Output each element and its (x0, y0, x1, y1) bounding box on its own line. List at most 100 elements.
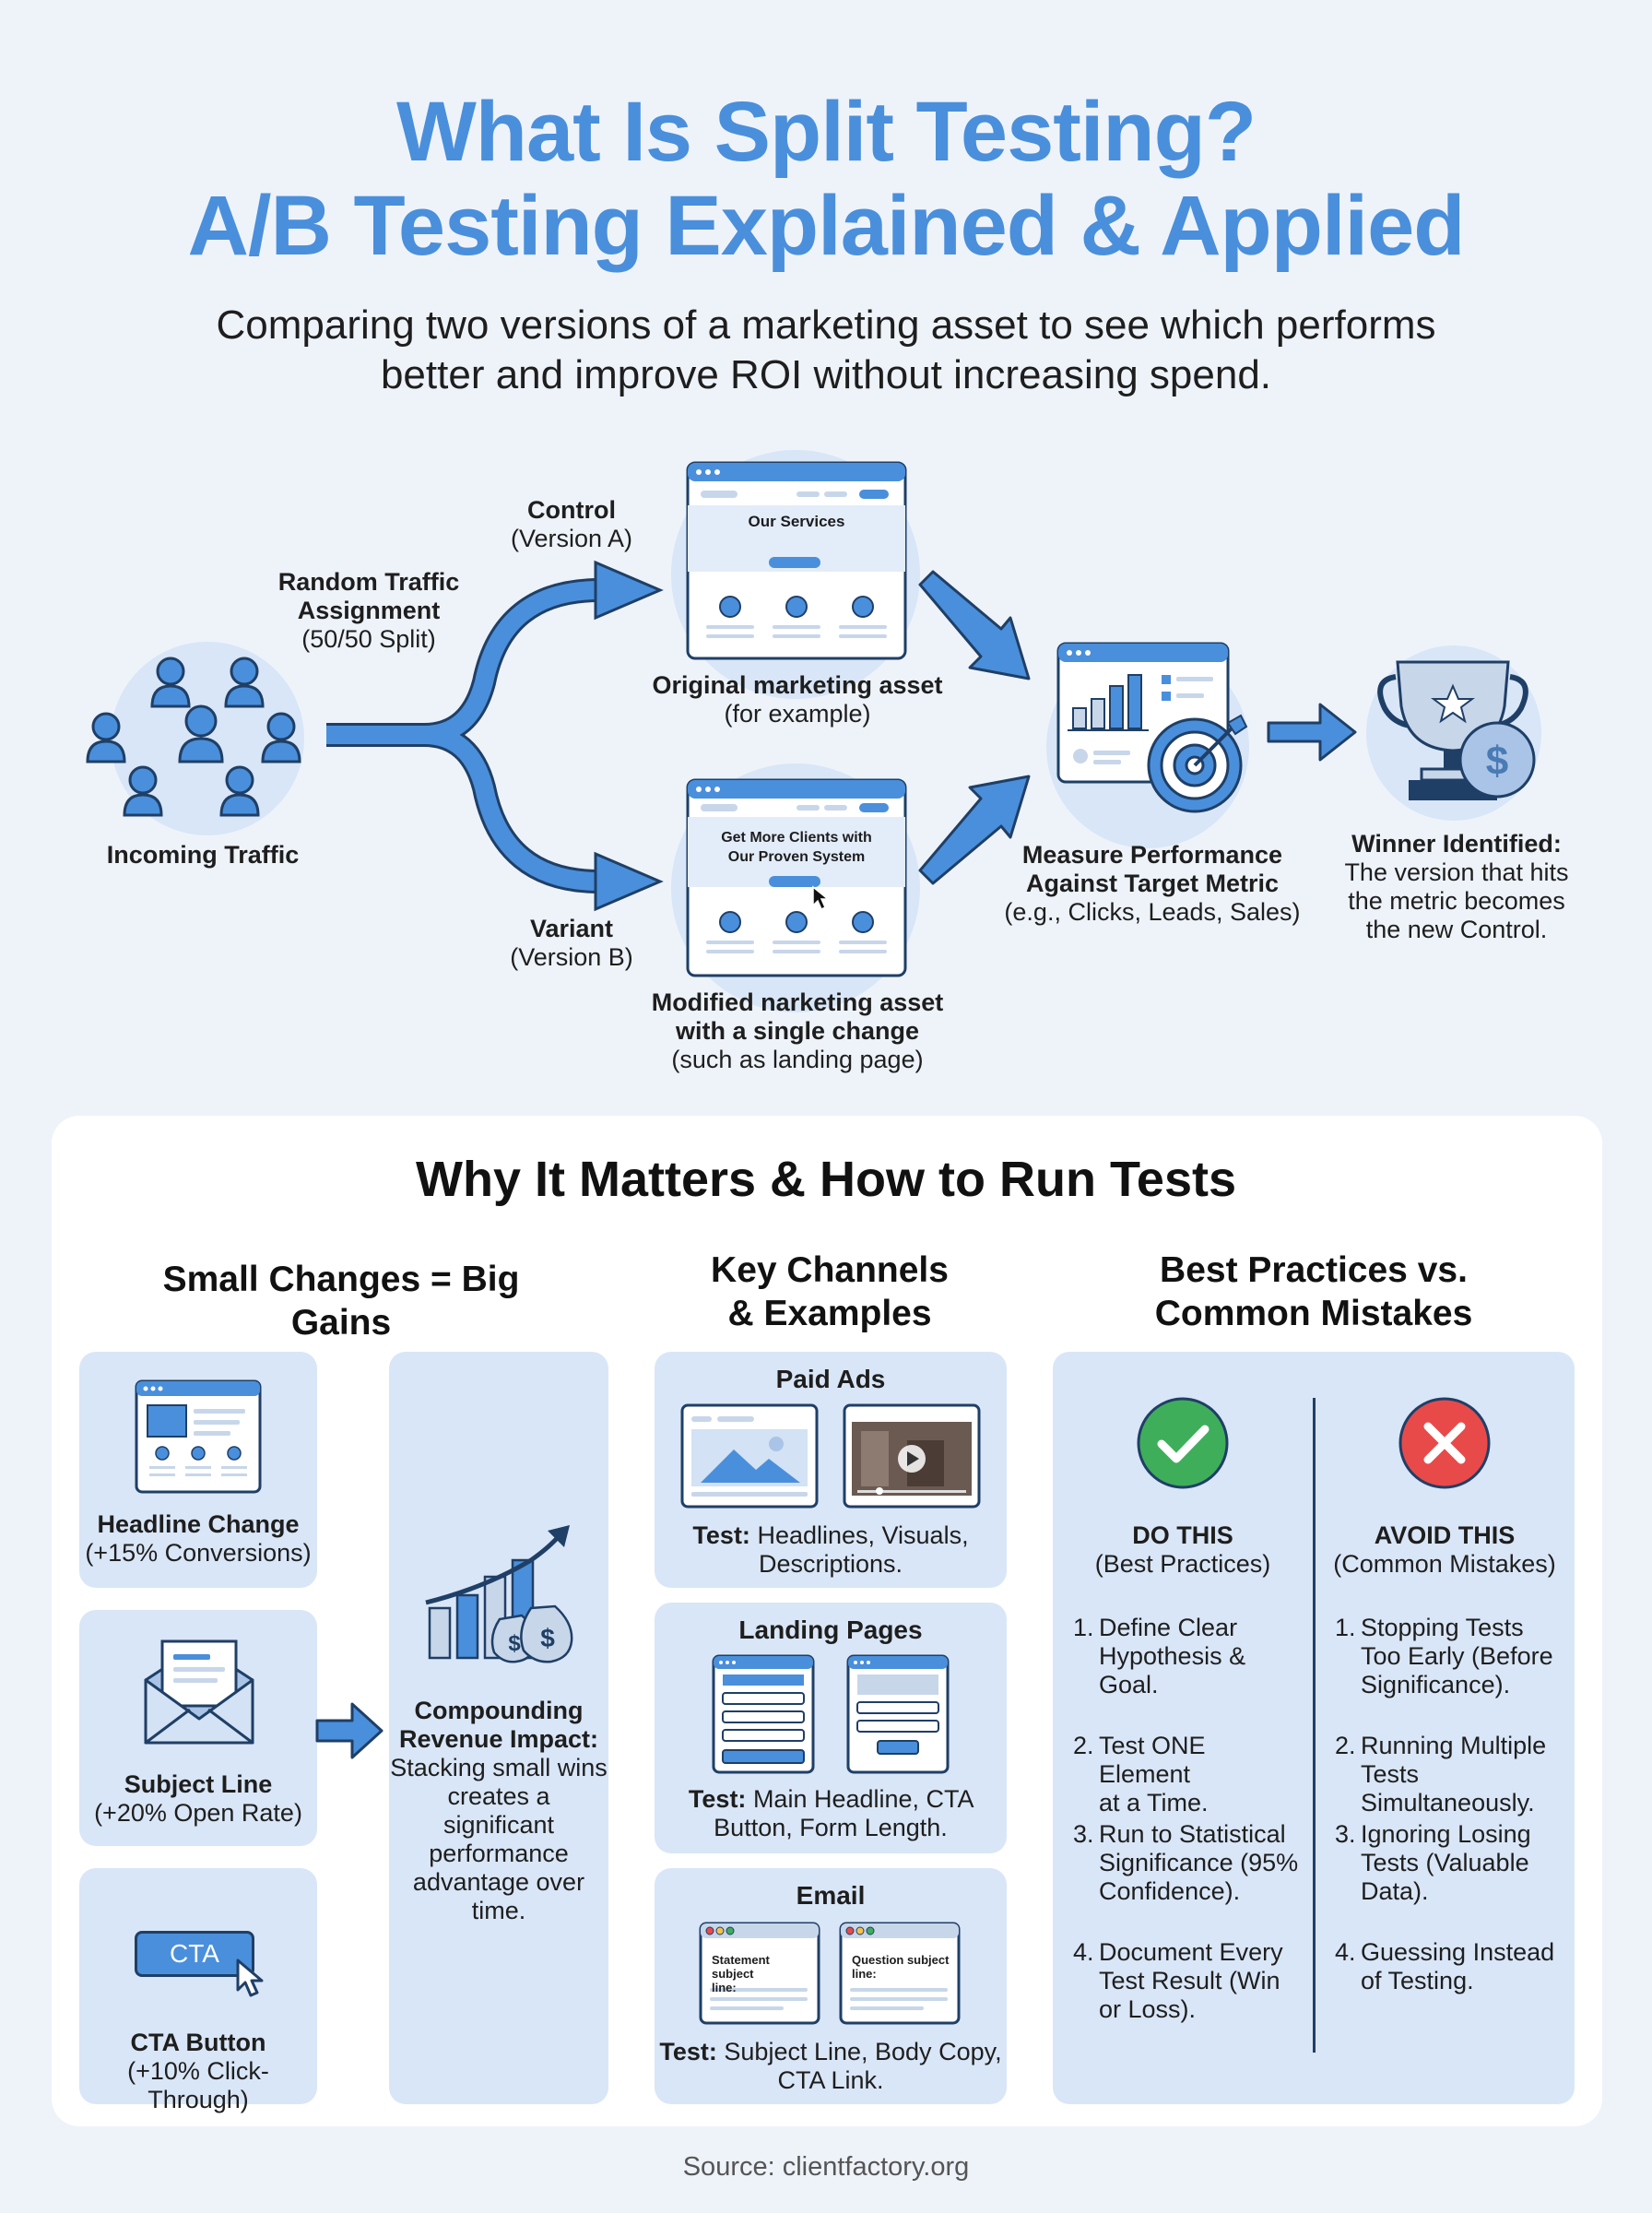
do-item-4-l2: Test Result (Win (1099, 1967, 1280, 1994)
incoming-traffic-text: Incoming Traffic (106, 841, 300, 869)
envelope-icon (144, 1639, 254, 1745)
compounding-body-l2: wins creates a (447, 1754, 608, 1810)
control-sub: (Version A) (510, 525, 633, 552)
channel-card-email: Email Statement subject line: Question s… (655, 1868, 1007, 2104)
gain-subject-title: Subject Line (124, 1770, 273, 1798)
random-assignment-label: Random Traffic Assignment (50/50 Split) (258, 568, 479, 654)
channel-email-title: Email (796, 1881, 866, 1910)
email-question-subject: Question subject line: (852, 1953, 953, 1981)
measure-l2: Against Target Metric (1025, 870, 1280, 897)
channel-paid-ads-title: Paid Ads (775, 1365, 886, 1393)
asset-b-caption-l1: Modified narketing asset (651, 988, 944, 1016)
avoid-item-1-l1: Stopping Tests (1361, 1614, 1524, 1641)
avoid-item-2-l3: Simultaneously. (1361, 1789, 1535, 1817)
do-item-2-num: 2. (1073, 1732, 1094, 1759)
channel-landing-test: Test: Main Headline, CTA Button, Form Le… (655, 1785, 1007, 1842)
control-title: Control (527, 496, 616, 524)
practices-card: DO THIS (Best Practices) AVOID THIS (Com… (1053, 1352, 1575, 2104)
asset-a-caption-l1: Original marketing asset (652, 671, 943, 699)
asset-a-caption: Original marketing asset (for example) (627, 671, 968, 728)
email-statement-l1: Statement subject (712, 1953, 770, 1981)
asset-b-caption: Modified narketing asset with a single c… (608, 988, 986, 1074)
do-sub: (Best Practices) (1094, 1550, 1271, 1578)
col1-title: Small Changes = Big Gains (162, 1260, 520, 1343)
email-test-l1: Subject Line, Body (716, 2038, 932, 2065)
asset-a-browser (686, 461, 907, 660)
avoid-item-2-l2: Tests (1361, 1760, 1420, 1788)
asset-a-heading: Our Services (748, 513, 845, 530)
do-item-4: 4. Document Every Test Result (Win or Lo… (1073, 1938, 1304, 2024)
col2-title-l1: Key Channels (711, 1250, 949, 1290)
check-circle-icon (1137, 1397, 1229, 1489)
do-item-1-l2: Hypothesis & (1099, 1642, 1246, 1670)
asset-a-caption-l2: (for example) (724, 700, 871, 728)
gain-cta-title: CTA Button (130, 2029, 266, 2056)
gain-cta-text: CTA Button (+10% Click-Through) (79, 2029, 317, 2114)
webpage-icon (135, 1379, 262, 1494)
gain-headline-title: Headline Change (97, 1510, 300, 1538)
asset-b-heading-l1: Get More Clients with (721, 830, 872, 846)
avoid-sub: (Common Mistakes) (1333, 1550, 1556, 1578)
incoming-traffic-label: Incoming Traffic (74, 841, 332, 870)
do-item-2: 2. Test ONE Element at a Time. (1073, 1732, 1304, 1817)
trophy-icon: $ (1377, 660, 1536, 800)
avoid-item-4: 4. Guessing Instead of Testing. (1335, 1938, 1565, 1995)
page-title: What Is Split Testing? A/B Testing Expla… (0, 85, 1652, 273)
do-item-1-l3: Goal. (1099, 1671, 1159, 1698)
asset-b-caption-l3: (such as landing page) (671, 1046, 924, 1073)
gain-cta-detail: (+10% Click-Through) (127, 2057, 269, 2113)
do-title: DO THIS (1132, 1521, 1233, 1549)
landing-form-icon-a (712, 1654, 815, 1774)
page-subtitle: Comparing two versions of a marketing as… (181, 301, 1471, 400)
gain-card-subject: Subject Line (+20% Open Rate) (79, 1610, 317, 1846)
avoid-heading: AVOID THIS (Common Mistakes) (1315, 1521, 1575, 1579)
asset-b-caption-l2: with a single change (675, 1017, 920, 1045)
measure-l1: Measure Performance (1021, 841, 1283, 869)
channel-landing-title: Landing Pages (738, 1615, 923, 1644)
landing-form-icon-b (846, 1654, 950, 1774)
paid-ads-test-label: Test: (692, 1521, 750, 1549)
do-item-4-l1: Document Every (1099, 1938, 1283, 1966)
section-title: Why It Matters & How to Run Tests (415, 1152, 1237, 1207)
subtitle-line-2: better and improve ROI without increasin… (380, 352, 1272, 397)
email-statement-subject: Statement subject line: (712, 1953, 813, 1994)
do-item-2-l2: at a Time. (1099, 1789, 1209, 1817)
email-window-icon-b (839, 1922, 961, 2025)
ad-image-icon (680, 1403, 819, 1509)
do-item-3-num: 3. (1073, 1820, 1094, 1848)
email-window-icon-a (699, 1922, 820, 2025)
email-test-l2: Copy, CTA Link. (777, 2038, 1002, 2094)
do-item-3-l3: Confidence). (1099, 1877, 1241, 1905)
avoid-item-2-num: 2. (1335, 1732, 1356, 1759)
do-item-4-num: 4. (1073, 1938, 1094, 1966)
compounding-text: Compounding Revenue Impact: Stacking sma… (389, 1697, 608, 1925)
avoid-item-2: 2. Running Multiple Tests Simultaneously… (1335, 1732, 1565, 1817)
winner-label: Winner Identified: The version that hits… (1318, 830, 1595, 944)
svg-text:$: $ (1486, 739, 1508, 784)
random-assignment-l2: Assignment (297, 597, 441, 624)
avoid-item-1-l3: Significance). (1361, 1671, 1511, 1698)
asset-b-heading: Get More Clients with Our Proven System (686, 828, 907, 867)
random-assignment-l1: Random Traffic (277, 568, 460, 596)
source-credit: Source: clientfactory.org (682, 2152, 970, 2182)
email-question-l1: Question subject (852, 1953, 950, 1967)
compounding-body-l1: Stacking small (390, 1754, 551, 1781)
do-item-3-l1: Run to Statistical (1099, 1820, 1286, 1848)
title-line-2: A/B Testing Explained & Applied (187, 179, 1466, 273)
winner-l2: the metric becomes (1348, 887, 1565, 915)
avoid-item-3-l1: Ignoring Losing (1361, 1820, 1531, 1848)
do-item-2-l1: Test ONE Element (1099, 1732, 1206, 1788)
compounding-body-l3: significant (442, 1811, 555, 1839)
arrow-to-compounding (315, 1702, 384, 1759)
avoid-item-3-l2: Tests (Valuable (1361, 1849, 1529, 1876)
avoid-item-1-l2: Too Early (Before (1361, 1642, 1553, 1670)
landing-test-l2: Button, Form Length. (714, 1814, 948, 1841)
control-label: Control (Version A) (479, 496, 664, 553)
avoid-item-1-num: 1. (1335, 1614, 1356, 1641)
col3-title: Best Practices vs. Common Mistakes (1060, 1249, 1567, 1335)
compounding-title-l2: Revenue Impact: (398, 1725, 599, 1753)
paid-ads-test-l2: Descriptions. (758, 1550, 903, 1578)
random-assignment-l3: (50/50 Split) (301, 625, 436, 653)
channel-paid-ads-test: Test: Headlines, Visuals, Descriptions. (655, 1521, 1007, 1579)
split-arrows (326, 560, 664, 912)
